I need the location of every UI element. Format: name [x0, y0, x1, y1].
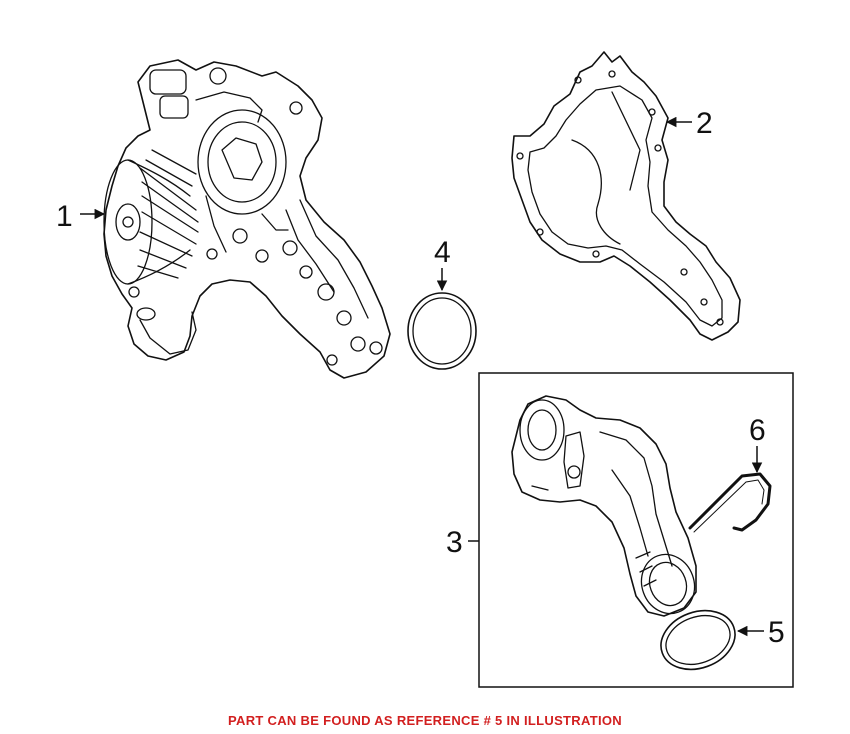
detail-box [478, 372, 794, 688]
reference-caption: PART CAN BE FOUND AS REFERENCE # 5 IN IL… [228, 713, 622, 728]
callout-number: 5 [768, 616, 785, 649]
callout-number: 2 [696, 107, 713, 140]
callout-number: 4 [434, 236, 451, 269]
retaining-clip[interactable] [688, 472, 772, 533]
water-pump-housing[interactable] [103, 59, 391, 379]
callout-4: 4 [434, 236, 451, 292]
housing-gasket[interactable] [511, 51, 741, 341]
callout-6: 6 [749, 414, 766, 474]
coolant-outlet-housing[interactable] [511, 395, 703, 621]
callout-number: 6 [749, 414, 766, 447]
callout-1: 1 [56, 200, 106, 233]
callout-number: 3 [446, 526, 463, 559]
o-ring-small[interactable] [653, 601, 744, 680]
callout-5: 5 [736, 616, 785, 649]
callout-3: 3 [446, 526, 479, 559]
callout-2: 2 [665, 107, 713, 140]
o-ring-large[interactable] [407, 292, 477, 370]
callout-number: 1 [56, 200, 73, 233]
